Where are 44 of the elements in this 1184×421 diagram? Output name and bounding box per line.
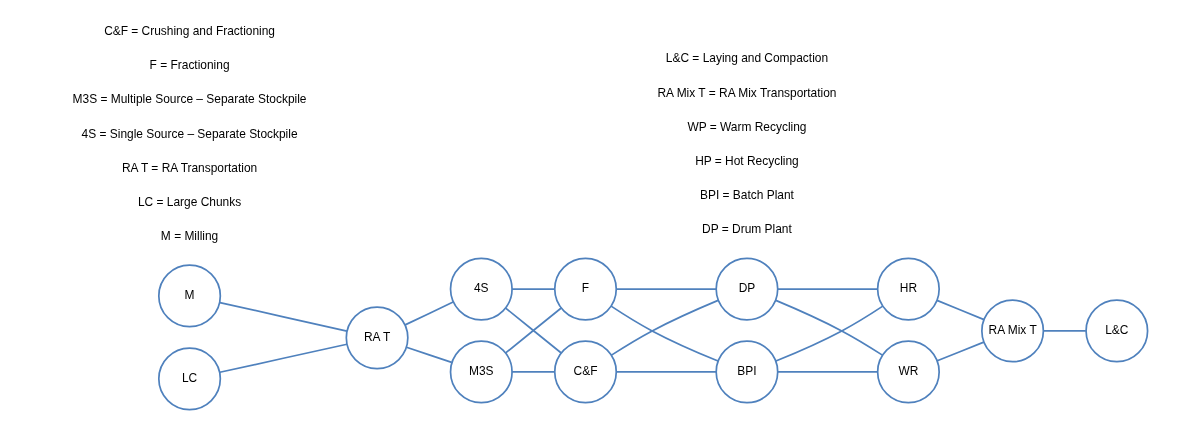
node-circle: C&F [553, 340, 618, 404]
connector [511, 288, 556, 290]
label: L&C = Laying and Compaction [665, 51, 829, 66]
connector [775, 305, 884, 362]
label: HP = Hot Recycling [695, 153, 799, 168]
connector [615, 288, 718, 290]
connector [404, 301, 454, 326]
node-circle: RA T [345, 306, 409, 370]
node-circle: F [553, 257, 618, 321]
connector [777, 371, 879, 373]
label: LC = Large Chunks [137, 194, 242, 209]
node-circle: WR [876, 340, 940, 404]
node-circle: BPI [715, 340, 779, 404]
node-circle: LC [157, 347, 222, 411]
label: M3S = Multiple Source – Separate Stockpile [72, 92, 307, 107]
label: WP = Warm Recycling [687, 119, 807, 134]
label: 4S = Single Source – Separate Stockpile [81, 126, 298, 141]
connector [219, 343, 348, 374]
connector [774, 299, 884, 356]
connector [504, 307, 563, 354]
node-circle: 4S [449, 257, 513, 321]
connector [405, 346, 453, 364]
connector [777, 288, 879, 290]
label: M = Milling [160, 229, 219, 244]
node-circle: RA Mix T [981, 299, 1045, 363]
label: F = Fractioning [149, 58, 230, 73]
connector [936, 341, 985, 362]
label: DP = Drum Plant [702, 222, 792, 237]
connector [1042, 330, 1087, 332]
label: C&F = Crushing and Fractioning [104, 24, 275, 39]
label: RA T = RA Transportation [121, 160, 258, 175]
label: RA Mix T = RA Mix Transportation [657, 85, 837, 100]
connector [219, 301, 348, 333]
connector [511, 371, 556, 373]
label: BPI = Batch Plant [700, 188, 794, 203]
connector [936, 299, 985, 321]
node-circle: DP [715, 257, 779, 321]
node-circle: M [157, 264, 222, 328]
node-circle: M3S [449, 340, 513, 404]
connector [610, 299, 719, 356]
connector [615, 371, 718, 373]
node-circle: L&C [1085, 299, 1149, 363]
node-circle: HR [876, 257, 940, 321]
connector [610, 305, 719, 362]
